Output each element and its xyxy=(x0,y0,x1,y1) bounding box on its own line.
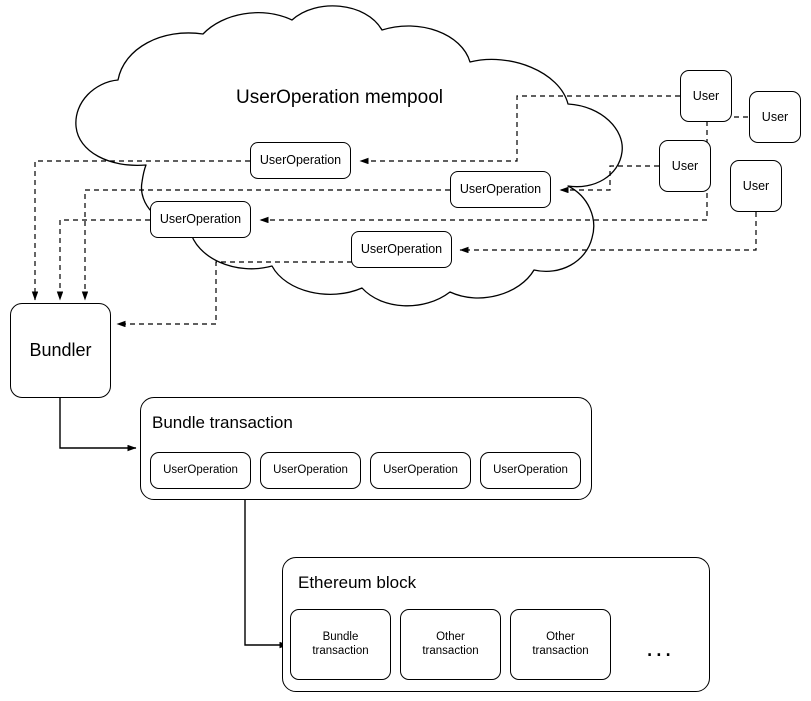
bundle-item-3[interactable]: UserOperation xyxy=(370,452,471,489)
wire-user4-to-uop4 xyxy=(459,212,757,254)
mempool-userop-2[interactable]: UserOperation xyxy=(450,171,551,208)
mempool-userop-4-label: UserOperation xyxy=(360,242,443,257)
user-node-4-label: User xyxy=(742,178,770,193)
block-item-bundle-transaction[interactable]: Bundle transaction xyxy=(290,609,391,680)
block-item-other-transaction-2[interactable]: Other transaction xyxy=(510,609,611,680)
block-item-other-transaction-2-label: Other transaction xyxy=(532,631,588,657)
mempool-userop-4[interactable]: UserOperation xyxy=(351,231,452,268)
bundle-item-1[interactable]: UserOperation xyxy=(150,452,251,489)
wire-uop3-to-bundler xyxy=(56,219,150,301)
user-node-4[interactable]: User xyxy=(730,160,782,212)
block-item-1-line1: Bundle xyxy=(322,631,359,644)
wire-uop4-to-bundler xyxy=(116,261,352,328)
block-item-bundle-transaction-label: Bundle transaction xyxy=(312,631,368,657)
user-node-2[interactable]: User xyxy=(749,91,801,143)
user-node-3[interactable]: User xyxy=(659,140,711,192)
bundler-label: Bundler xyxy=(29,340,92,361)
bundler-node[interactable]: Bundler xyxy=(10,303,111,398)
bundle-item-1-label: UserOperation xyxy=(163,463,238,476)
user-node-3-label: User xyxy=(671,158,699,173)
mempool-userop-1-label: UserOperation xyxy=(259,153,342,168)
block-item-2-line1: Other xyxy=(436,631,465,644)
bundle-item-4-label: UserOperation xyxy=(493,463,568,476)
user-node-1-label: User xyxy=(692,88,720,103)
wire-user3-to-uop2 xyxy=(559,165,659,194)
mempool-userop-3-label: UserOperation xyxy=(159,212,242,227)
bundle-item-2-label: UserOperation xyxy=(273,463,348,476)
bundle-item-3-label: UserOperation xyxy=(383,463,458,476)
block-item-3-line1: Other xyxy=(546,631,575,644)
block-item-other-transaction-1[interactable]: Other transaction xyxy=(400,609,501,680)
block-item-2-line2: transaction xyxy=(422,644,479,657)
bundle-item-4[interactable]: UserOperation xyxy=(480,452,581,489)
block-item-3-line2: transaction xyxy=(532,644,589,657)
mempool-userop-2-label: UserOperation xyxy=(459,182,542,197)
user-node-1[interactable]: User xyxy=(680,70,732,122)
block-item-1-line2: transaction xyxy=(312,644,369,657)
bundle-item-2[interactable]: UserOperation xyxy=(260,452,361,489)
cloud-title: UserOperation mempool xyxy=(236,87,443,108)
wire-bundler-to-bundle-transaction xyxy=(59,398,137,452)
block-item-other-transaction-1-label: Other transaction xyxy=(422,631,478,657)
mempool-userop-3[interactable]: UserOperation xyxy=(150,201,251,238)
user-node-2-label: User xyxy=(761,109,789,124)
bundle-transaction-title: Bundle transaction xyxy=(152,413,293,432)
mempool-userop-1[interactable]: UserOperation xyxy=(250,142,351,179)
ethereum-block-title: Ethereum block xyxy=(298,573,417,592)
block-overflow-ellipsis: ... xyxy=(646,632,674,662)
